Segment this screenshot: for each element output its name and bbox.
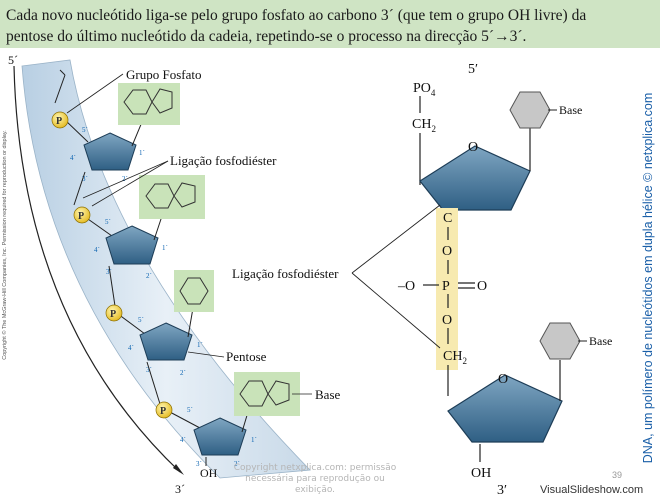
svg-text:3´: 3´: [106, 268, 112, 276]
pentose-ring: [105, 225, 159, 265]
ch2-bottom-label: CH2: [443, 349, 467, 366]
callout-ligacao: [82, 160, 169, 199]
nucleotide-3: P 5´ 4´ 3´ 2´ 1´: [105, 270, 214, 405]
top-base: [509, 91, 551, 129]
nucleotide-4: P 5´ 4´ 3´ 2´ 1´ OH: [155, 372, 300, 480]
pentose-ring: [83, 132, 137, 171]
callout-grupo-fosfato: [66, 73, 124, 114]
page-number: 39: [612, 470, 623, 480]
svg-text:1´: 1´: [162, 244, 168, 252]
right-oh: OH: [471, 466, 491, 481]
svg-text:2´: 2´: [122, 175, 128, 183]
ch2-top-label: CH2: [412, 117, 436, 134]
label-pentose: Pentose: [226, 349, 267, 364]
caption-line-1: Cada novo nucleótido liga-se pelo grupo …: [6, 7, 587, 24]
top-base-label: Base: [559, 103, 582, 117]
svg-text:5´: 5´: [105, 218, 111, 226]
side-title: DNA, um polímero de nucleótidos em dupla…: [638, 88, 658, 468]
bottom-base: [539, 322, 581, 360]
phosphate-ball: [73, 206, 91, 224]
svg-text:1´: 1´: [197, 341, 203, 349]
caption-line-2: pentose do último nucleótido da cadeia, …: [6, 28, 527, 45]
label-ligacao: Ligação fosfodiéster: [170, 153, 277, 168]
pentose-ring: [139, 322, 193, 361]
right-three-prime: 3′: [497, 483, 507, 498]
svg-text:3´: 3´: [196, 460, 202, 468]
phosphate-ball: [105, 304, 123, 322]
svg-text:P: P: [78, 211, 84, 222]
bottom-base-label: Base: [589, 334, 612, 348]
svg-text:4´: 4´: [70, 154, 76, 162]
svg-text:2´: 2´: [180, 369, 186, 377]
svg-text:3´: 3´: [146, 366, 152, 374]
svg-text:1´: 1´: [251, 436, 257, 444]
phosphate-label: P: [56, 116, 62, 127]
side-title-text: DNA, um polímero de nucleótidos em dupla…: [641, 92, 655, 464]
nucleotide-2: P 5´ 4´ 3´ 2´ 1´: [73, 175, 205, 307]
left-oh: OH: [200, 466, 218, 480]
left-strand-diagram: 5´ 3´ P 5´ 4´ 3´ 2´ 1´ P 5´: [8, 53, 341, 496]
bottom-pentose: [447, 374, 563, 443]
base-pyrimidine: [179, 277, 209, 305]
left-three-prime: 3´: [175, 482, 185, 496]
label-base: Base: [315, 387, 341, 402]
visualslideshow-logo: VisualSlideshow.com: [540, 484, 644, 496]
bottom-ring-oxygen: O: [498, 372, 508, 387]
svg-text:P: P: [160, 406, 166, 417]
direction-arrow: [13, 65, 181, 473]
top-ring-oxygen: O: [468, 140, 478, 155]
svg-text:4´: 4´: [180, 436, 186, 444]
o-minus-label: –O: [397, 279, 415, 294]
svg-text:5´: 5´: [138, 316, 144, 324]
left-five-prime: 5´: [8, 53, 18, 67]
svg-text:3´: 3´: [82, 175, 88, 183]
svg-text:1´: 1´: [139, 149, 145, 157]
watermark: Copyright netxplica.com: permissão neces…: [233, 463, 397, 495]
po4-label: PO4: [413, 81, 436, 98]
svg-text:2´: 2´: [146, 272, 152, 280]
svg-text:4´: 4´: [94, 246, 100, 254]
callout-pentose: [187, 351, 225, 358]
eq-o-label: O: [477, 279, 487, 294]
right-five-prime: 5′: [468, 62, 478, 77]
svg-text:5´: 5´: [187, 406, 193, 414]
label-grupo-fosfato: Grupo Fosfato: [126, 67, 201, 82]
backbone-highlight: [436, 208, 458, 370]
o-label-1: O: [442, 244, 452, 259]
c-label: C: [443, 211, 452, 226]
p-label: P: [442, 279, 450, 294]
phosphate-ball: [155, 401, 173, 419]
right-ligacao-label: Ligação fosfodiéster: [232, 266, 339, 281]
right-bond-diagram: 5′ PO4 CH2 O Base C O P –O O O CH2 Ligaç…: [232, 62, 612, 498]
o-label-2: O: [442, 313, 452, 328]
phosphate-ball: [51, 111, 69, 129]
pentose-ring: [193, 417, 247, 456]
nucleotide-1: P 5´ 4´ 3´ 2´ 1´: [51, 69, 180, 206]
svg-text:P: P: [110, 309, 116, 320]
svg-text:2´: 2´: [234, 460, 240, 468]
caption: Cada novo nucleótido liga-se pelo grupo …: [0, 0, 660, 48]
svg-text:4´: 4´: [128, 344, 134, 352]
top-pentose: [419, 145, 531, 211]
copyright-vertical: Copyright © The McGraw-Hill Companies, I…: [2, 130, 8, 360]
svg-text:5´: 5´: [82, 126, 88, 134]
